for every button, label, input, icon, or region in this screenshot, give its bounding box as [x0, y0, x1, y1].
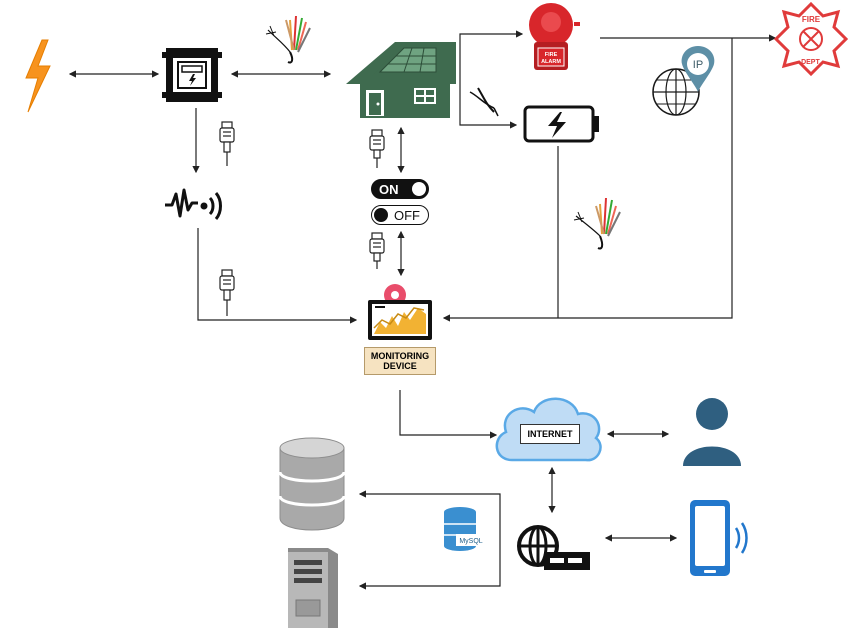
wire-bundle-icon — [265, 15, 311, 64]
svg-text:DEPT.: DEPT. — [801, 59, 821, 66]
connector-house-alarm — [459, 30, 524, 90]
svg-text:ALARM: ALARM — [541, 59, 561, 65]
switch-on-indicator: ON — [371, 179, 429, 199]
connector-monitor-internet — [399, 390, 498, 439]
connector-firedept-monitor — [442, 38, 733, 322]
cable-icon — [469, 87, 499, 117]
fire-alarm-icon: FIRE ALARM — [529, 3, 580, 70]
wire-bundle-icon-2 — [573, 197, 621, 250]
switch-on-label: ON — [379, 182, 399, 197]
connector-router-server — [358, 500, 501, 590]
monitoring-device-label: MONITORING DEVICE — [364, 347, 436, 375]
battery-icon — [523, 105, 599, 143]
pulse-sensor-icon — [165, 188, 222, 220]
lightning-icon — [25, 39, 51, 113]
server-tower-icon — [288, 548, 338, 628]
svg-text:FIRE: FIRE — [802, 15, 821, 24]
switch-knob — [374, 208, 388, 222]
switch-knob — [412, 182, 426, 196]
database-icon — [278, 437, 346, 531]
solar-house-icon — [346, 42, 456, 118]
connectors — [68, 30, 777, 590]
ethernet-cable-icon — [219, 121, 385, 316]
user-icon — [683, 398, 741, 466]
network-router-icon — [517, 525, 590, 570]
connector-router-database — [358, 490, 501, 500]
switch-off-label: OFF — [394, 208, 420, 223]
internet-label: INTERNET — [520, 424, 580, 444]
switch-off-indicator: OFF — [371, 205, 429, 225]
connector-sensor-monitor — [197, 228, 358, 324]
mysql-text: MySQL — [459, 538, 482, 545]
ip-location-icon: IP — [652, 46, 715, 116]
mysql-icon: MySQL — [444, 507, 486, 551]
ip-text: IP — [693, 59, 703, 71]
fire-department-icon: FIRE DEPT. — [773, 1, 849, 77]
svg-text:FIRE: FIRE — [545, 52, 558, 58]
smartphone-icon — [690, 500, 748, 576]
electric-meter-icon — [162, 48, 222, 102]
monitoring-device-icon — [368, 284, 432, 340]
connector-house-battery — [459, 90, 518, 129]
